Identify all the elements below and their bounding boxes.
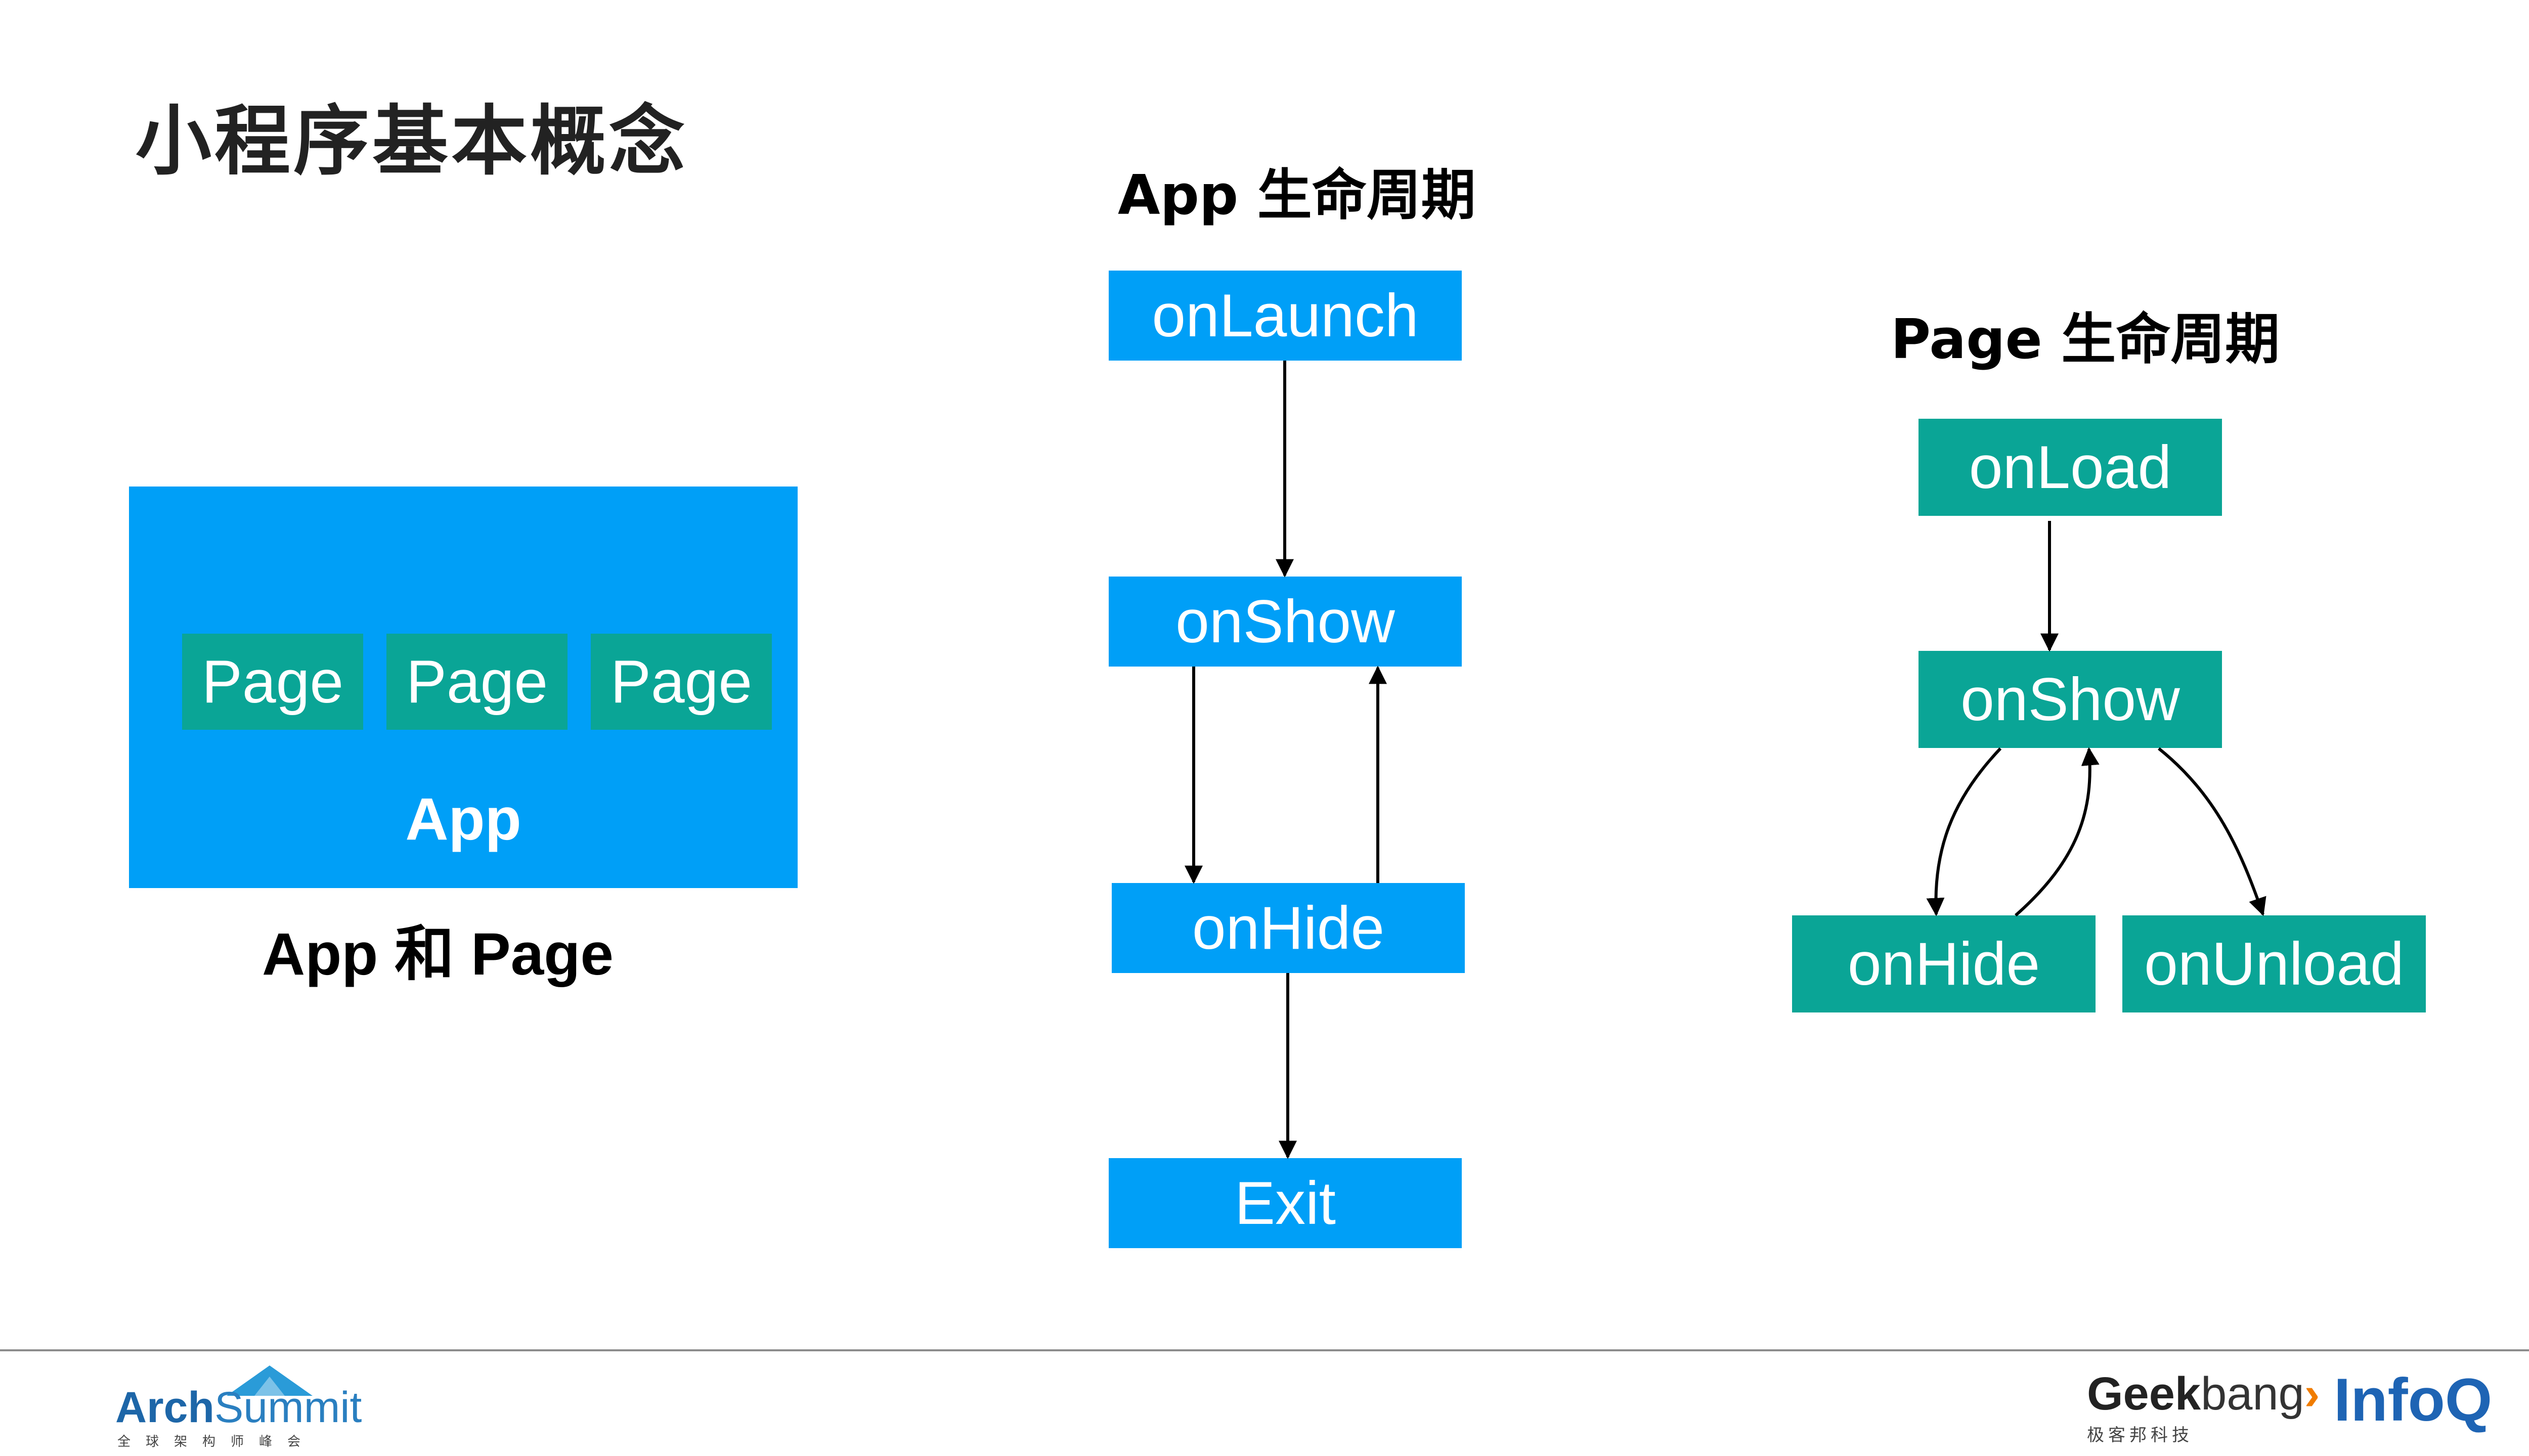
page-onload-node: onLoad	[1918, 419, 2222, 516]
geekbang-logo: Geekbang› 极客邦科技	[2087, 1371, 2320, 1446]
mountain-icon	[227, 1365, 313, 1396]
page-box-1: Page	[182, 634, 363, 730]
arrow-onshow-to-onunload	[2158, 747, 2266, 916]
app-page-caption: App 和 Page	[262, 921, 614, 988]
app-exit-node: Exit	[1109, 1158, 1462, 1248]
archsummit-logo: ArchSummit 全球架构师峰会	[115, 1360, 362, 1451]
infoq-logo: InfoQ	[2334, 1366, 2493, 1434]
geekbang-wordmark: Geekbang›	[2087, 1368, 2320, 1420]
app-lifecycle-heading: App 生命周期	[1118, 164, 1476, 227]
app-onshow-node: onShow	[1109, 577, 1462, 667]
geekbang-subtitle: 极客邦科技	[2087, 1425, 2193, 1445]
app-onhide-node: onHide	[1112, 883, 1465, 973]
page-lifecycle-heading: Page 生命周期	[1891, 308, 2280, 371]
arrow-onhide-to-onshow	[2015, 747, 2100, 917]
app-label: App	[405, 786, 521, 853]
app-onlaunch-node: onLaunch	[1109, 271, 1462, 361]
page-onshow-node: onShow	[1918, 651, 2222, 748]
arrow-onshow-to-onhide	[1926, 747, 2002, 916]
archsummit-subtitle: 全球架构师峰会	[117, 1434, 316, 1449]
archsummit-wordmark: ArchSummit	[115, 1383, 362, 1432]
page-box-2: Page	[386, 634, 568, 730]
slide-title: 小程序基本概念	[136, 98, 688, 186]
page-onhide-node: onHide	[1792, 915, 2096, 1012]
page-box-3: Page	[591, 634, 772, 730]
page-onunload-node: onUnload	[2122, 915, 2426, 1012]
footer-divider	[0, 1349, 2529, 1351]
